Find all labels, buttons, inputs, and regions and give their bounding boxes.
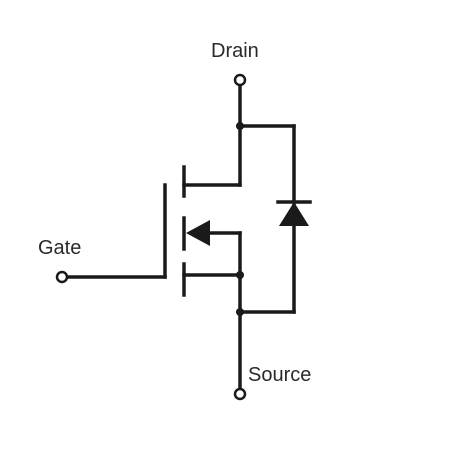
source-label: Source <box>248 364 311 386</box>
drain-terminal <box>233 73 247 87</box>
junction-dot-drain <box>236 122 244 130</box>
diode-triangle-icon <box>279 202 309 226</box>
gate-label: Gate <box>38 237 81 259</box>
drain-label: Drain <box>211 40 259 62</box>
body-arrow-icon <box>186 220 210 246</box>
gate-terminal <box>55 270 69 284</box>
source-terminal <box>233 387 247 401</box>
junction-dot-source-channel <box>236 271 244 279</box>
junction-dot-source-diode <box>236 308 244 316</box>
